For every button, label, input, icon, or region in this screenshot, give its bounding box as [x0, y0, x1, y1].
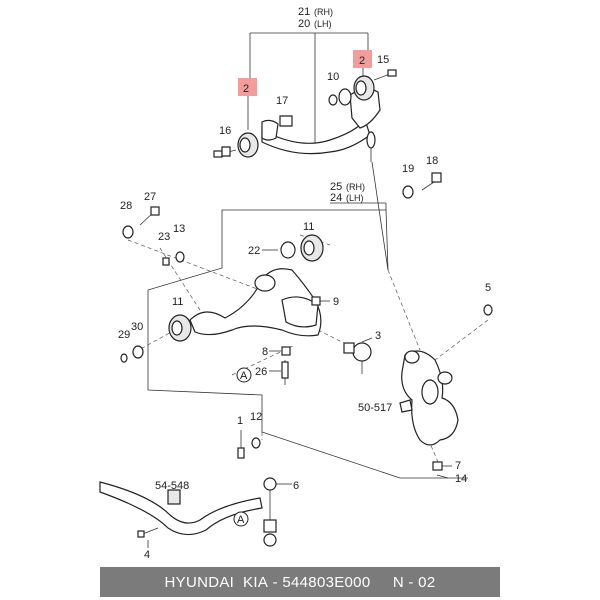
marker-a-circle-2	[233, 511, 249, 527]
lower-arm-frame-outline	[147, 161, 468, 479]
callout-10: 10	[327, 71, 339, 83]
footer-part-number: 544803E000	[282, 573, 371, 591]
callout-54-548: 54-548	[155, 480, 189, 492]
callout-18: 18	[426, 155, 438, 167]
callout-26: 26	[255, 366, 267, 378]
callout-11-lower: 11	[172, 296, 183, 308]
part-18-19-bolt	[402, 172, 442, 199]
callout-6: 6	[293, 480, 299, 492]
callout-11-upper: 11	[303, 221, 314, 233]
part-16-nut	[221, 146, 231, 157]
callout-23: 23	[158, 231, 170, 243]
highlight-box-part-2-right	[353, 50, 372, 68]
callout-21: 21	[298, 6, 310, 18]
callout-24: 24	[330, 192, 342, 204]
lower-control-arm	[168, 234, 324, 342]
highlight-box-part-2-left	[238, 78, 257, 96]
callout-28: 28	[120, 200, 132, 212]
callout-17: 17	[276, 95, 288, 107]
callout-2-right: 2	[359, 55, 365, 67]
upper-bushing-left	[213, 132, 259, 158]
callout-27: 27	[144, 191, 156, 203]
callout-29: 29	[118, 329, 130, 341]
callout-21-rh: (RH)	[314, 7, 333, 17]
callout-30: 30	[131, 321, 143, 333]
upper-arm-callout-lines	[247, 32, 369, 150]
callout-3: 3	[375, 330, 381, 342]
callout-13: 13	[173, 223, 185, 235]
ball-joint-part-3	[343, 342, 372, 374]
marker-a-label-1: A	[240, 370, 248, 382]
footer-page: N - 02	[392, 573, 436, 591]
callout-24-lh: (LH)	[346, 193, 364, 203]
callout-7: 7	[455, 460, 461, 472]
callout-25-rh: (RH)	[346, 182, 365, 192]
callout-1: 1	[237, 415, 243, 427]
callout-2-left: 2	[243, 83, 249, 95]
callout-22: 22	[248, 245, 260, 257]
callout-20: 20	[298, 18, 310, 30]
callout-5: 5	[485, 282, 491, 294]
stabilizer-bar	[99, 477, 292, 548]
upper-control-arm	[261, 88, 381, 162]
upper-bushing-right	[328, 69, 397, 106]
callout-9: 9	[333, 296, 339, 308]
callout-15: 15	[377, 54, 389, 66]
callout-12: 12	[250, 411, 262, 423]
callout-20-lh: (LH)	[314, 19, 332, 29]
part-17-clip	[279, 115, 293, 127]
marker-a-circle-1	[236, 367, 252, 383]
callout-25: 25	[330, 181, 342, 193]
callout-50-517: 50-517	[358, 402, 392, 414]
footer-brand: HYUNDAI KIA	[164, 573, 269, 591]
steering-knuckle	[399, 350, 459, 446]
callout-14: 14	[455, 473, 467, 485]
small-fasteners	[120, 206, 493, 479]
callout-4: 4	[144, 549, 150, 561]
callout-19: 19	[402, 163, 414, 175]
part-info-footer: HYUNDAI KIA - 544803E000 N - 02	[100, 567, 500, 597]
callout-8: 8	[262, 346, 268, 358]
marker-a-label-2: A	[237, 514, 245, 526]
callout-16: 16	[219, 125, 231, 137]
